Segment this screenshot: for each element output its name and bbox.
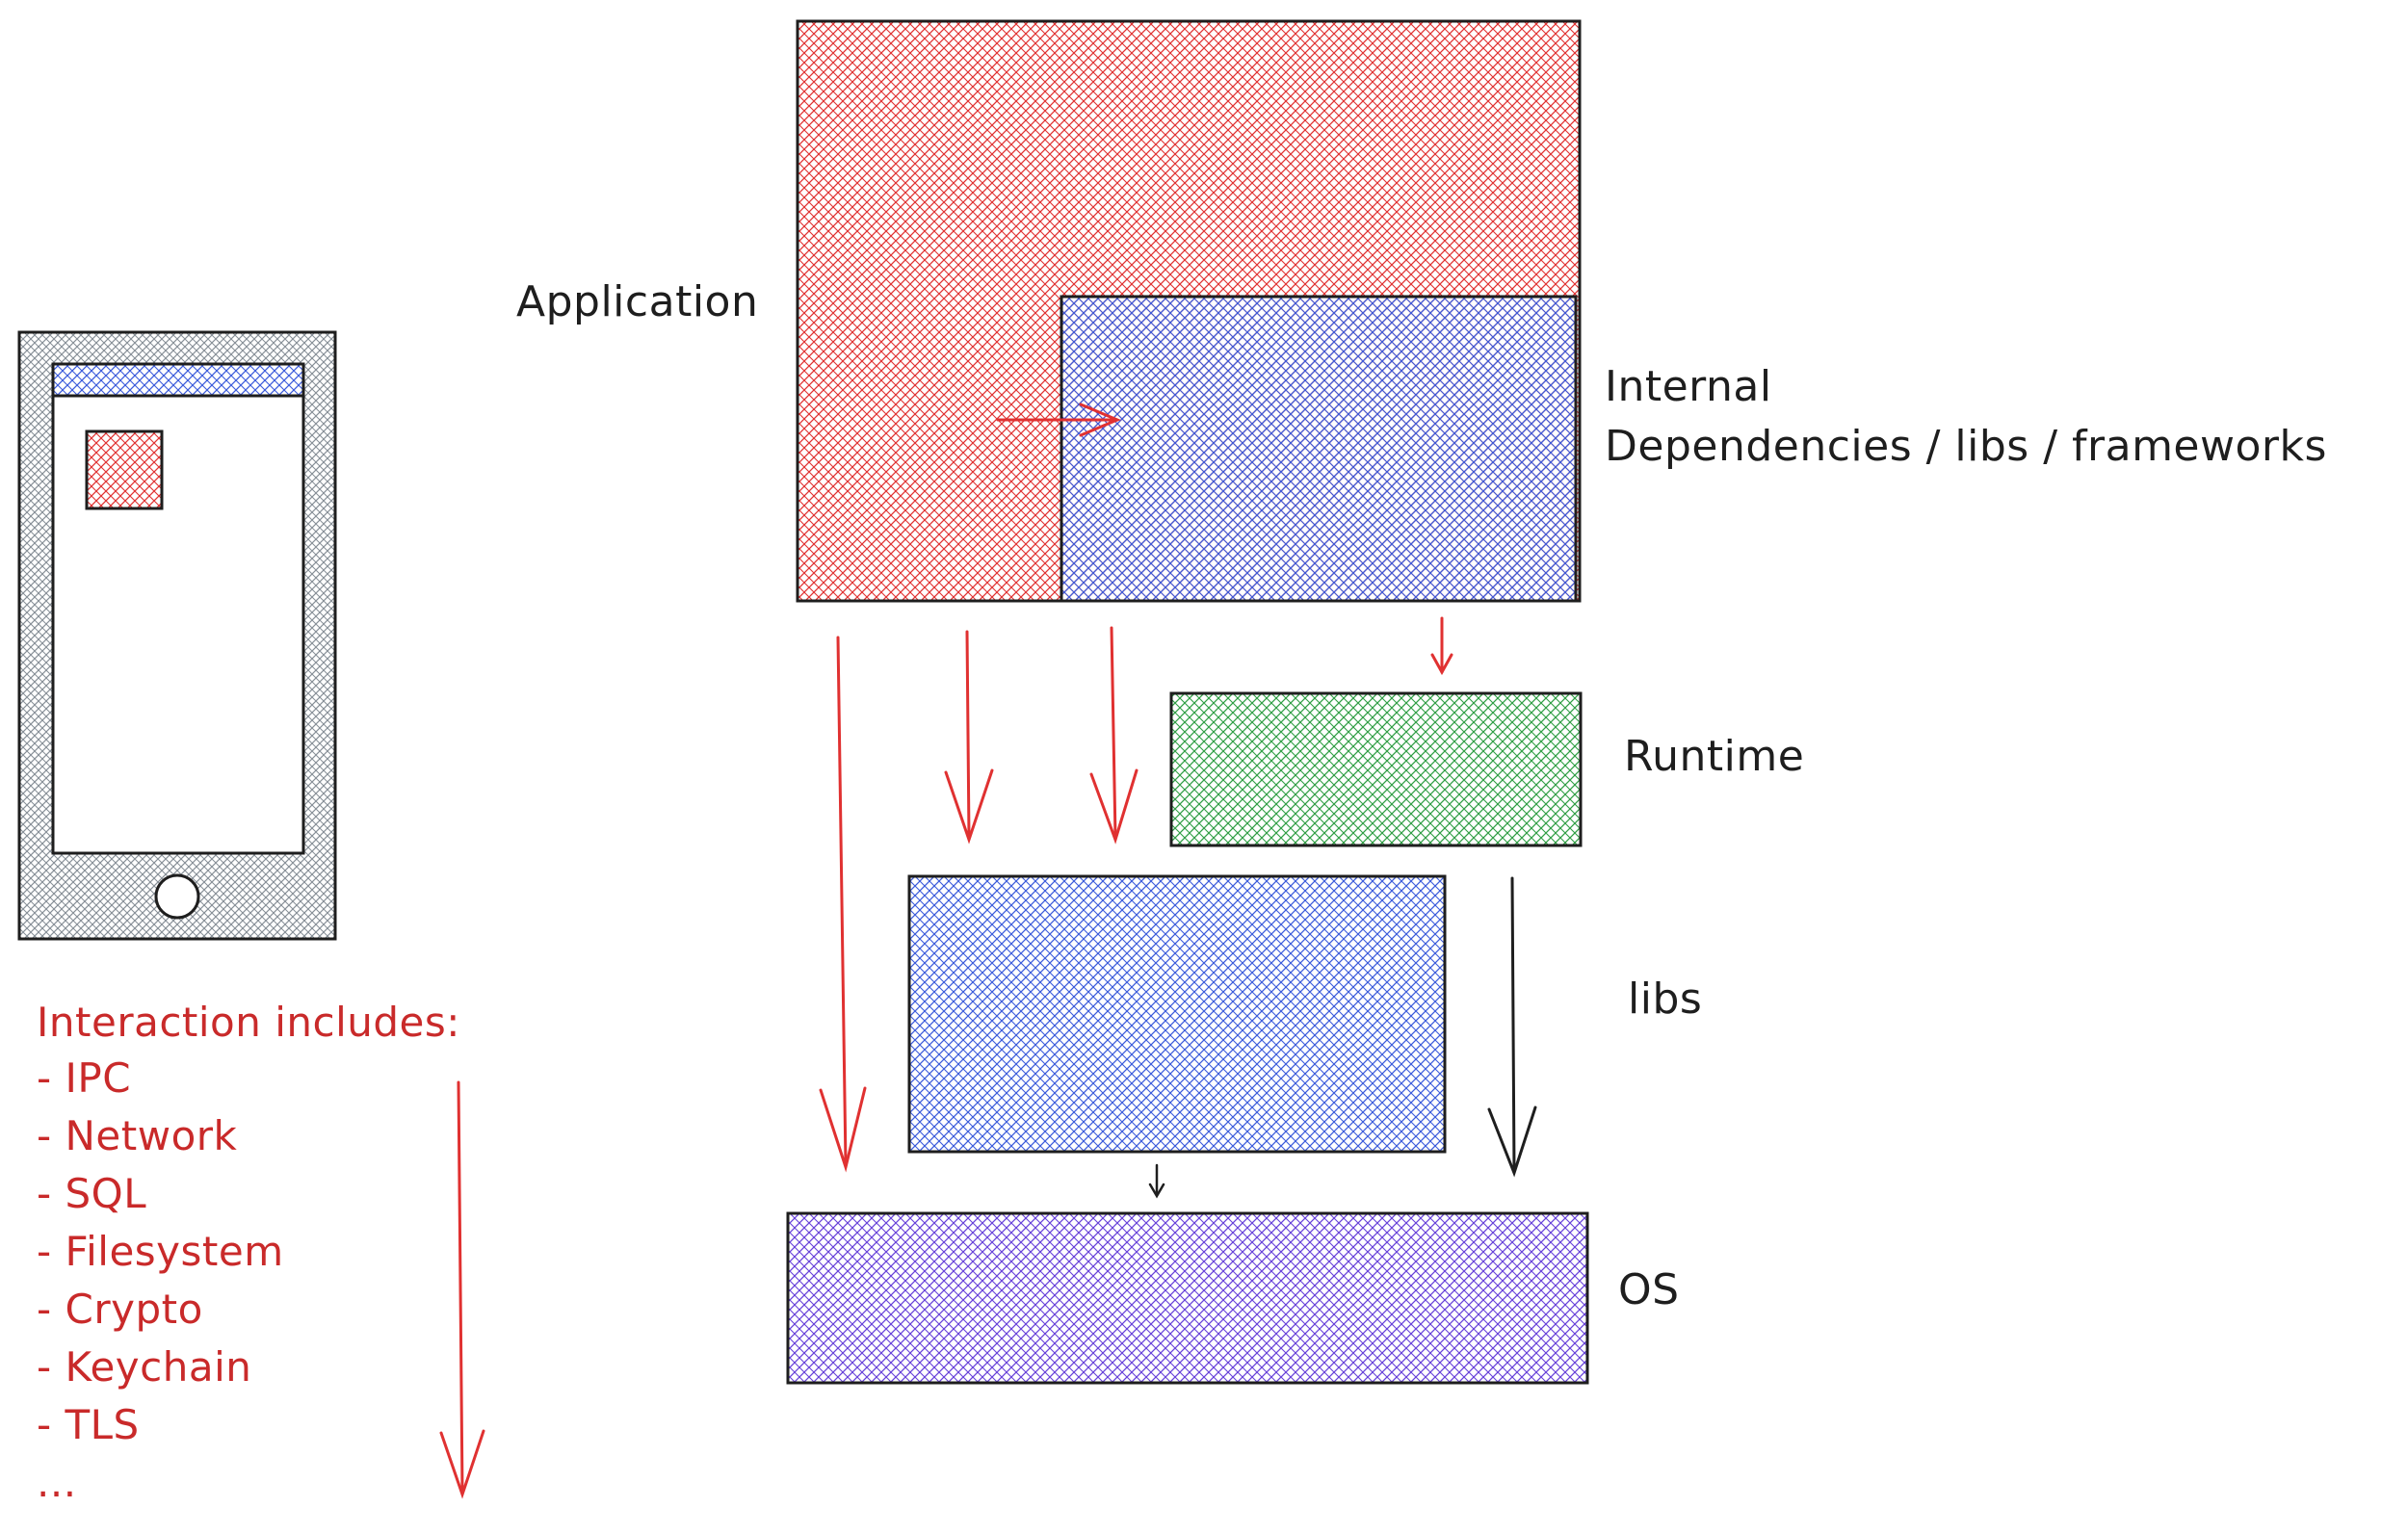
runtime-label: Runtime: [1624, 732, 1805, 781]
libs-to-os-arrow: [1148, 1163, 1165, 1199]
dependencies-label: Dependencies / libs / frameworks: [1605, 422, 2327, 471]
interaction-item-ipc: - IPC: [37, 1054, 132, 1102]
internal-label: Internal: [1605, 362, 1772, 411]
interaction-item-filesystem: - Filesystem: [37, 1228, 284, 1275]
interaction-down-arrow: [439, 1080, 485, 1499]
phone-illustration: [17, 330, 337, 941]
libs-label: libs: [1628, 975, 1703, 1024]
interaction-item-network: - Network: [37, 1112, 238, 1159]
interaction-item-ellipsis: ...: [37, 1459, 77, 1506]
app-to-libs-arrow-1: [944, 630, 994, 845]
interaction-item-sql: - SQL: [37, 1170, 147, 1217]
phone-app-square: [85, 429, 164, 510]
interaction-list: - IPC - Network - SQL - Filesystem - Cry…: [37, 1050, 284, 1512]
app-to-os-arrow: [819, 636, 867, 1173]
runtime-block: [1169, 691, 1583, 847]
internal-dependencies-block: [1060, 295, 1578, 603]
libs-block: [907, 874, 1447, 1154]
interaction-item-crypto: - Crypto: [37, 1286, 203, 1333]
interaction-item-keychain: - Keychain: [37, 1343, 252, 1391]
application-label: Application: [516, 277, 759, 326]
phone-status-bar: [51, 362, 305, 398]
phone-home-button: [154, 873, 200, 920]
runtime-to-os-arrow: [1487, 876, 1537, 1178]
app-to-libs-arrow-2: [1089, 626, 1139, 845]
interaction-item-tls: - TLS: [37, 1401, 140, 1448]
interaction-heading: Interaction includes:: [37, 999, 460, 1046]
os-label: OS: [1618, 1265, 1680, 1314]
internal-to-runtime-arrow: [1430, 616, 1453, 676]
app-to-internal-arrow: [996, 403, 1121, 437]
os-block: [786, 1211, 1589, 1385]
